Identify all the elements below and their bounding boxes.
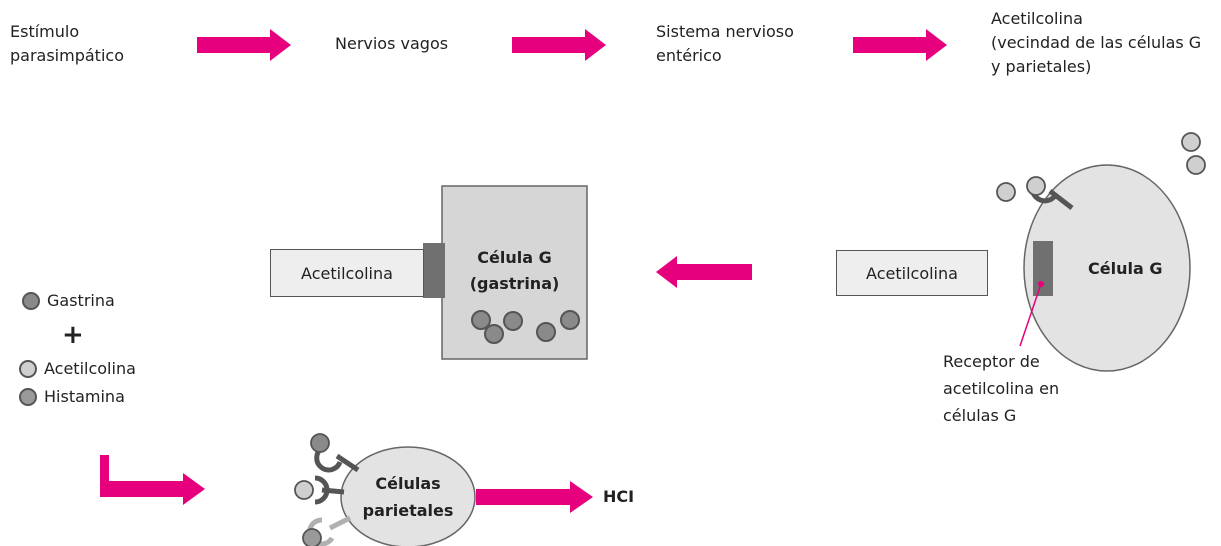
flow-step-1-line-2: parasimpático [10,46,124,65]
bound-acetylcholine [1026,176,1046,196]
parietal-receptor-2-cup [314,475,330,505]
gastrin-granule-3 [503,311,523,331]
gcell-right-ach-box: Acetilcolina [836,250,988,296]
gcell-mid-label-line-1: Célula G [477,248,552,267]
gastrin-granule-2 [484,324,504,344]
hcl-label: HCI [603,487,635,506]
gcell-right-receptor [1033,241,1053,296]
flow-arrow-1 [197,29,291,61]
flow-step-3-line-2: entérico [656,46,722,65]
receptor-pointer-line [1019,283,1042,347]
gcell-mid-receptor [423,243,445,298]
parietal-bound-gastrina [310,433,330,453]
legend-gastrina-marker [22,292,40,310]
legend-histamina-label: Histamina [44,387,125,406]
gastrin-granule-5 [560,310,580,330]
parietal-bound-acetilcolina [294,480,314,500]
flow-step-4-line-3: y parietales) [991,57,1092,76]
receptor-note-line-1: Receptor de [943,352,1040,371]
parietal-cell-body [340,446,476,546]
flow-step-3-line-1: Sistema nervioso [656,22,794,41]
flow-step-2-text: Nervios vagos [335,34,449,53]
parietal-cell-label: Células parietales [341,470,475,524]
gcell-right-label: Célula G [1088,259,1163,278]
receptor-note-line-2: acetilcolina en [943,379,1060,398]
parietal-cell-label-line-2: parietales [362,501,454,520]
flow-arrow-2 [512,29,606,61]
gcell-mid-label: Célula G (gastrina) [442,245,587,297]
gcell-right-membrane-receptor-stalk [1048,189,1074,210]
free-acetylcholine-2 [1181,132,1201,152]
flow-step-1-text: Estímulo parasimpático [10,20,124,68]
gcell-mid-ach-box: Acetilcolina [270,249,424,297]
legend-acetilcolina-label: Acetilcolina [44,359,136,378]
free-acetylcholine-3 [1186,155,1206,175]
parietal-receptor-1-stalk [335,453,360,473]
hcl-arrow [476,481,593,513]
legend-gastrina-label: Gastrina [47,291,115,310]
legend-plus-sign: + [62,320,84,350]
free-acetylcholine-1 [996,182,1016,202]
flow-step-4-line-2: (vecindad de las células G [991,33,1202,52]
gcell-right-body [1023,164,1191,372]
legend-l-arrow [100,455,205,505]
flow-step-1-line-1: Estímulo [10,22,80,41]
receptor-note-line-3: células G [943,406,1017,425]
receptor-note: Receptor de acetilcolina en células G [943,348,1059,429]
parietal-bound-histamina [302,528,322,546]
parietal-receptor-3-stalk [328,515,352,531]
gastrin-granule-1 [471,310,491,330]
flow-step-4-line-1: Acetilcolina [991,9,1083,28]
legend-histamina-marker [19,388,37,406]
flow-step-3-text: Sistema nervioso entérico [656,20,794,68]
flow-arrow-3 [853,29,947,61]
flow-step-4-text: Acetilcolina (vecindad de las células G … [991,7,1201,79]
gastrin-granule-4 [536,322,556,342]
gcell-mid-label-line-2: (gastrina) [469,274,560,293]
gcell-arrow-left [656,256,752,288]
legend-acetilcolina-marker [19,360,37,378]
receptor-pointer-dot [1038,281,1044,287]
parietal-cell-label-line-1: Células [375,474,441,493]
